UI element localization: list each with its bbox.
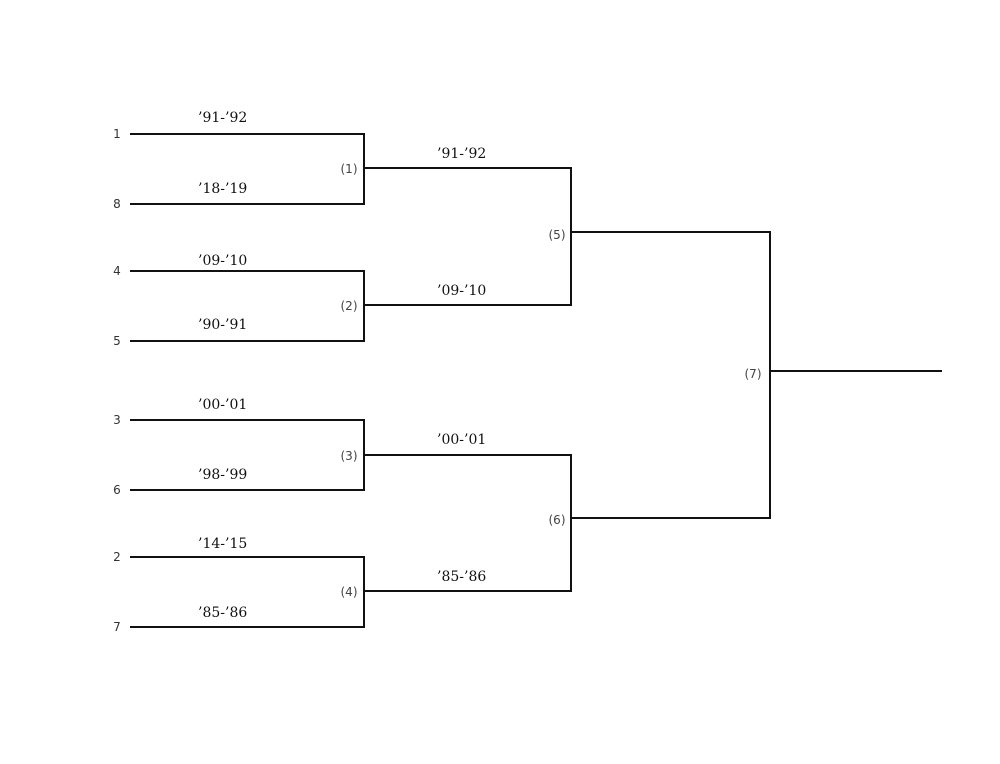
game-number-2: (2) (341, 299, 358, 313)
r2-team-1: ’91-’92 (437, 146, 486, 162)
seed-5: 3 (113, 413, 121, 427)
r2-team-4: ’85-’86 (437, 569, 486, 585)
r1-team-3: ’09-’10 (198, 253, 247, 269)
r1-team-5: ’00-’01 (198, 397, 247, 413)
game-number-1: (1) (341, 162, 358, 176)
seed-3: 4 (113, 264, 121, 278)
seed-2: 8 (113, 197, 121, 211)
r2-team-2: ’09-’10 (437, 283, 486, 299)
r1-team-2: ’18-’19 (198, 181, 247, 197)
seed-1: 1 (113, 127, 121, 141)
r1-team-4: ’90-’91 (198, 317, 247, 333)
r1-team-6: ’98-’99 (198, 467, 247, 483)
seed-7: 2 (113, 550, 121, 564)
game-number-4: (4) (341, 585, 358, 599)
r2-team-3: ’00-’01 (437, 432, 486, 448)
seed-4: 5 (113, 334, 121, 348)
game-number-6: (6) (549, 513, 566, 527)
r1-team-1: ’91-’92 (198, 110, 247, 126)
game-number-5: (5) (549, 228, 566, 242)
game-number-7: (7) (745, 367, 762, 381)
game-number-3: (3) (341, 449, 358, 463)
r1-team-7: ’14-’15 (198, 536, 247, 552)
r1-team-8: ’85-’86 (198, 605, 247, 621)
seed-8: 7 (113, 620, 121, 634)
seed-6: 6 (113, 483, 121, 497)
